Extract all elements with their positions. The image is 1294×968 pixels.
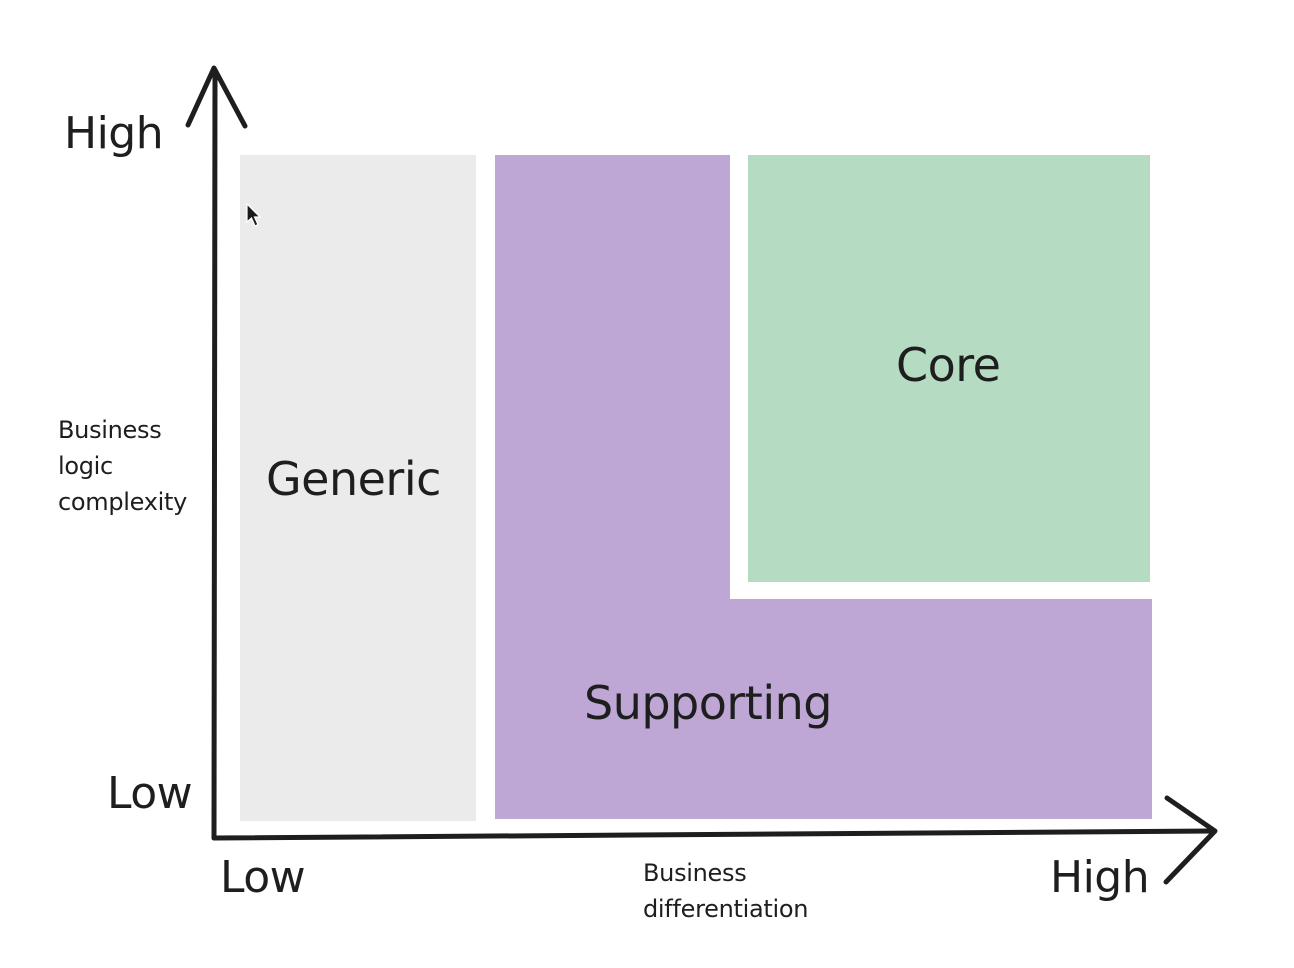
supporting-region <box>495 155 1152 819</box>
x-axis-title: Business differentiation <box>643 859 809 923</box>
y-axis-low-label: Low <box>107 768 193 819</box>
mouse-pointer-icon <box>246 203 262 227</box>
x-axis-low-label: Low <box>220 852 306 903</box>
generic-region <box>240 155 476 821</box>
y-axis-line <box>211 69 218 841</box>
generic-label: Generic <box>266 452 441 506</box>
x-axis-line <box>211 828 1216 841</box>
core-label: Core <box>896 338 1001 392</box>
y-axis-title: Business logic complexity <box>58 416 187 516</box>
x-axis-high-label: High <box>1050 852 1150 903</box>
supporting-label: Supporting <box>584 676 832 730</box>
x-axis-arrowhead <box>1163 795 1218 885</box>
y-axis-arrowhead <box>185 65 248 129</box>
y-axis-high-label: High <box>64 108 164 159</box>
core-region <box>748 155 1150 582</box>
